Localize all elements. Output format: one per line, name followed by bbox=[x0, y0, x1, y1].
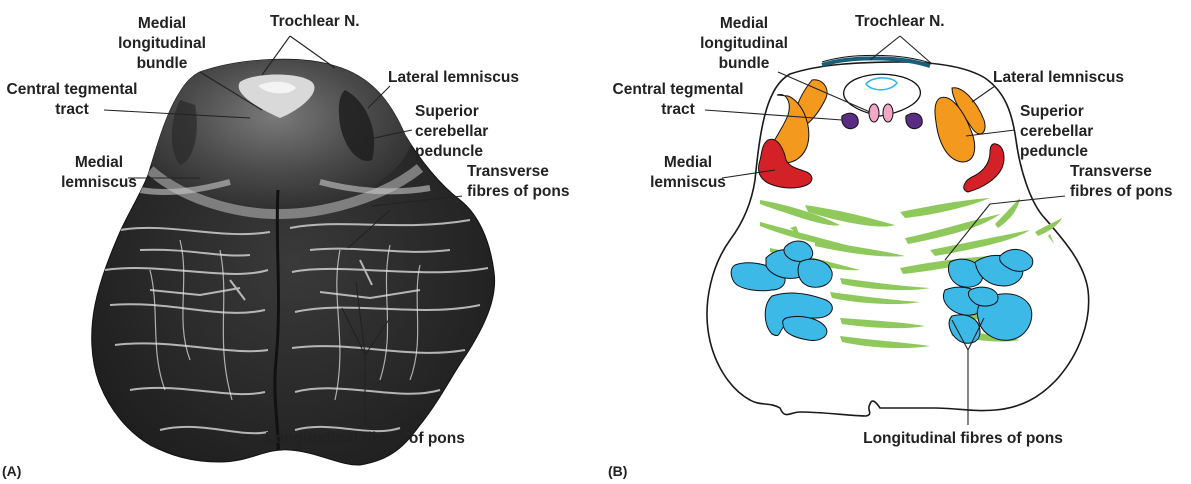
label-lfp-b: Longitudinal fibres of pons bbox=[863, 430, 1063, 447]
label-trochlear-b: Trochlear N. bbox=[855, 13, 945, 30]
label-trochlear-a: Trochlear N. bbox=[270, 13, 360, 30]
label-scp-a-2: cerebellar bbox=[415, 123, 488, 140]
label-scp-a-1: Superior bbox=[415, 103, 479, 120]
label-tfp-a-1: Transverse bbox=[467, 163, 549, 180]
label-tfp-b-1: Transverse bbox=[1070, 163, 1152, 180]
label-lfp-a: Longitudinal fibres of pons bbox=[265, 430, 465, 447]
label-mlb-a-3: bundle bbox=[137, 55, 188, 72]
label-mlb-a-1: Medial bbox=[138, 15, 186, 32]
label-ml-a-2: lemniscus bbox=[61, 174, 137, 191]
label-ll-b: Lateral lemniscus bbox=[993, 69, 1124, 86]
label-ctt-b-2: tract bbox=[661, 101, 695, 118]
label-mlb-a-2: longitudinal bbox=[118, 35, 206, 52]
label-ctt-a-1: Central tegmental bbox=[7, 81, 138, 98]
central-tegmental-tract-right bbox=[906, 113, 922, 128]
label-ml-b-2: lemniscus bbox=[650, 174, 726, 191]
label-tfp-a-2: fibres of pons bbox=[467, 183, 569, 200]
label-tfp-b-2: fibres of pons bbox=[1070, 183, 1172, 200]
label-mlb-b-3: bundle bbox=[719, 55, 770, 72]
label-scp-b-3: peduncle bbox=[1020, 143, 1088, 160]
central-tegmental-tract-left bbox=[842, 113, 858, 128]
label-ctt-a-2: tract bbox=[55, 101, 89, 118]
label-ctt-b-1: Central tegmental bbox=[613, 81, 744, 98]
label-ml-a-1: Medial bbox=[75, 154, 123, 171]
panel-tag-b: (B) bbox=[608, 463, 627, 479]
label-mlb-b-1: Medial bbox=[720, 15, 768, 32]
label-scp-b-1: Superior bbox=[1020, 103, 1084, 120]
label-ll-a: Lateral lemniscus bbox=[388, 69, 519, 86]
label-scp-a-3: peduncle bbox=[415, 143, 483, 160]
medial-longitudinal-bundle-left bbox=[869, 104, 879, 122]
medial-longitudinal-bundle-right bbox=[883, 104, 893, 122]
label-mlb-b-2: longitudinal bbox=[700, 35, 788, 52]
label-scp-b-2: cerebellar bbox=[1020, 123, 1093, 140]
label-ml-b-1: Medial bbox=[664, 154, 712, 171]
panel-tag-a: (A) bbox=[2, 463, 21, 479]
